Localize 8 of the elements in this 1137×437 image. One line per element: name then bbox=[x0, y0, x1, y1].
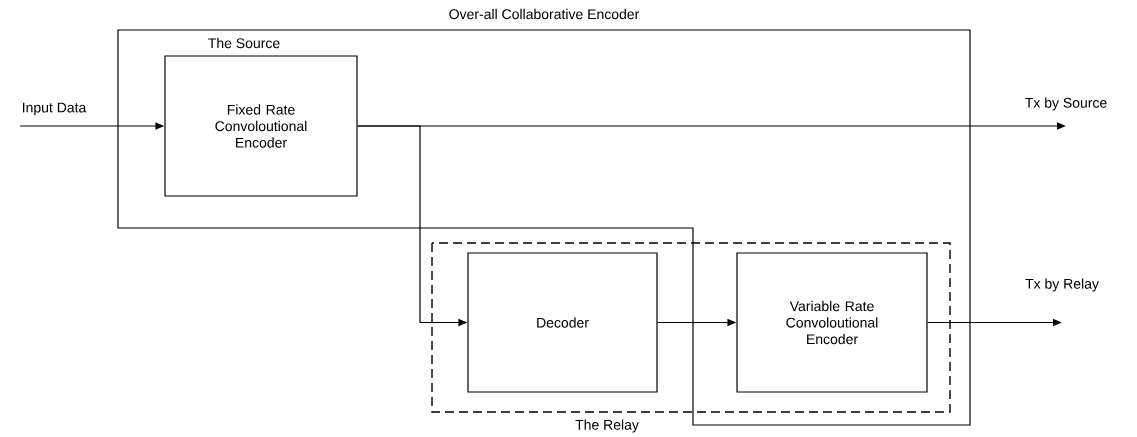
node-label: Over-all Collaborative Encoder bbox=[449, 8, 640, 20]
signal-label: Tx by Relay bbox=[1025, 278, 1099, 292]
signal-label: Input Data bbox=[23, 102, 87, 116]
block-box: Decoder bbox=[467, 252, 658, 393]
signal-label: Tx by Source bbox=[1025, 97, 1107, 111]
block-box: Variable Rate Convoloutional Encoder bbox=[736, 252, 928, 393]
node-label: The Relay bbox=[575, 419, 639, 433]
block-box: Fixed Rate Convoloutional Encoder bbox=[164, 55, 358, 197]
